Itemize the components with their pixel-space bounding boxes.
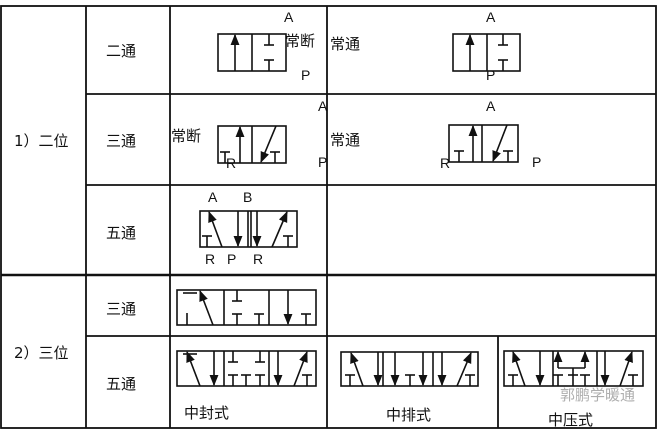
label-pressure-center: 中压式 xyxy=(548,411,593,429)
diagonal-flow-arrow-icon xyxy=(350,351,364,387)
row-label-five-way-3pos: 五通 xyxy=(106,375,136,393)
five-way-two-position-symbol xyxy=(199,210,298,248)
port-b: B xyxy=(243,189,252,205)
port-a: A xyxy=(284,9,294,25)
three-way-normally-open-symbol xyxy=(448,124,519,163)
label-exhaust-center: 中排式 xyxy=(386,406,431,424)
label-normally-open: 常通 xyxy=(330,35,360,53)
two-way-normally-closed-symbol xyxy=(217,33,287,72)
three-way-normally-closed-symbol xyxy=(217,125,287,164)
diagonal-flow-arrow-icon xyxy=(293,350,308,387)
diagonal-flow-arrow-icon xyxy=(260,125,277,164)
port-a: A xyxy=(318,98,328,114)
watermark: 郭鹏学暖通 xyxy=(560,386,635,404)
port-a: A xyxy=(208,189,218,205)
label-normally-closed: 常断 xyxy=(171,127,201,145)
port-p: P xyxy=(227,251,236,267)
port-r: R xyxy=(205,251,215,267)
diagonal-flow-arrow-icon xyxy=(492,124,508,163)
row-group-two-position: 1）二位 xyxy=(14,132,69,150)
diagonal-flow-arrow-icon xyxy=(271,210,288,248)
label-normally-open: 常通 xyxy=(330,131,360,149)
valve-body xyxy=(176,289,317,326)
row-label-three-way: 三通 xyxy=(106,132,136,150)
valve-body xyxy=(448,124,519,163)
row-label-five-way: 五通 xyxy=(106,224,136,242)
port-r: R xyxy=(253,251,263,267)
exhaust-center-five-way-symbol xyxy=(340,351,479,387)
diagonal-flow-arrow-icon xyxy=(456,351,472,387)
port-r: R xyxy=(440,155,450,171)
diagonal-flow-arrow-icon xyxy=(512,350,526,387)
row-group-three-position: 2）三位 xyxy=(14,344,69,362)
table-grid xyxy=(0,5,657,429)
closed-center-five-way-symbol xyxy=(176,350,317,387)
three-position-three-way-symbol xyxy=(176,289,317,326)
port-p: P xyxy=(486,67,495,83)
diagonal-flow-arrow-icon xyxy=(208,210,223,248)
port-p: P xyxy=(301,67,310,83)
port-p: P xyxy=(532,154,541,170)
label-closed-center: 中封式 xyxy=(184,404,229,422)
port-a: A xyxy=(486,98,496,114)
diagonal-flow-arrow-icon xyxy=(199,289,214,326)
port-p: P xyxy=(318,154,327,170)
diagonal-flow-arrow-icon xyxy=(186,350,201,387)
two-way-normally-open-symbol xyxy=(452,33,521,72)
port-a: A xyxy=(486,9,496,25)
diagonal-flow-arrow-icon xyxy=(619,350,633,387)
pressure-center-five-way-symbol xyxy=(503,350,644,387)
row-label-three-way-3pos: 三通 xyxy=(106,300,136,318)
row-label-two-way: 二通 xyxy=(106,42,136,60)
label-normally-closed: 常断 xyxy=(285,32,315,50)
